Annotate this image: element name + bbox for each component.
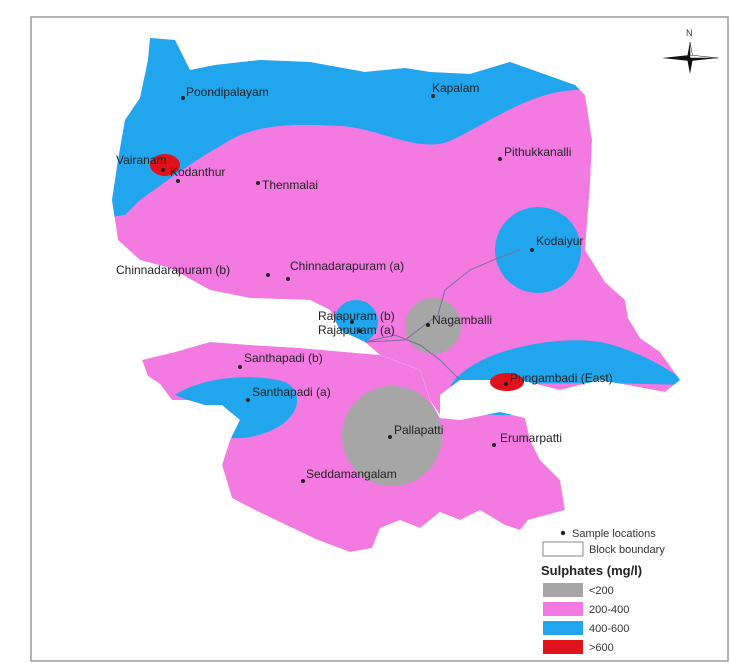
label-kapalam: Kapalam [432, 81, 479, 95]
label-rajapuram-a: Rajapuram (a) [318, 323, 395, 337]
sample-point [246, 398, 250, 402]
sample-point [238, 365, 242, 369]
sample-point [358, 329, 362, 333]
legend-swatch-gt600 [543, 640, 583, 654]
block-boundary-line [364, 334, 461, 381]
sample-point [161, 168, 165, 172]
legend-swatch-200-400 [543, 602, 583, 616]
zone-400-600-santhapadi [175, 377, 298, 439]
label-santhapadi-a: Santhapadi (a) [252, 385, 331, 399]
label-poondipalayam: Poondipalayam [186, 85, 269, 99]
label-santhapadi-b: Santhapadi (b) [244, 351, 323, 365]
label-kodanthur: Kodanthur [170, 165, 225, 179]
legend-title: Sulphates (mg/l) [541, 563, 642, 578]
label-seddamangalam: Seddamangalam [306, 467, 397, 481]
sample-point [388, 435, 392, 439]
sample-point [301, 479, 305, 483]
sample-point [492, 443, 496, 447]
label-erumarpatti: Erumarpatti [500, 431, 562, 445]
north-arrow-icon: N [662, 28, 719, 74]
zone-lt200-pallapatti [342, 386, 442, 486]
legend-label-200-400: 200-400 [589, 604, 629, 616]
map-frame [30, 16, 729, 662]
block-boundary-swatch [542, 541, 584, 557]
sample-point [350, 320, 354, 324]
sample-point [176, 179, 180, 183]
place-labels: Poondipalayam Kapalam Pithukkanalli Vair… [116, 81, 613, 481]
zone-400-600-kodaiyur [495, 207, 581, 293]
label-pallapatti: Pallapatti [394, 423, 443, 437]
legend-label-lt200: <200 [589, 585, 614, 597]
block-boundary-line [364, 249, 521, 343]
sample-point [431, 94, 435, 98]
sample-points [161, 94, 534, 483]
legend-label-400-600: 400-600 [589, 623, 629, 635]
north-label: N [686, 28, 693, 38]
sample-point [498, 157, 502, 161]
label-rajapuram-b: Rajapuram (b) [318, 309, 395, 323]
label-chinnadarapuram-b: Chinnadarapuram (b) [116, 263, 230, 277]
label-kodaiyur: Kodaiyur [536, 234, 583, 248]
legend-swatch-lt200 [543, 583, 583, 597]
zone-gt600-vairanam [150, 154, 180, 176]
label-vairanam: Vairanam [116, 153, 166, 167]
sample-point [286, 277, 290, 281]
label-thenmalai: Thenmalai [262, 178, 318, 192]
label-pithukkanalli: Pithukkanalli [504, 145, 571, 159]
sample-point [504, 382, 508, 386]
sample-point [181, 96, 185, 100]
zone-gt600-pungambadi [490, 373, 524, 391]
sample-locations-symbol [560, 530, 566, 536]
sample-point [426, 323, 430, 327]
sample-point [530, 248, 534, 252]
label-pungambadi-east: Pungambadi (East) [510, 371, 613, 385]
legend-label-gt600: >600 [589, 642, 614, 654]
north-region-base [112, 38, 680, 415]
label-chinnadarapuram-a: Chinnadarapuram (a) [290, 259, 404, 273]
zone-400-600-pungambadi-bottom [462, 399, 565, 416]
legend-swatch-400-600 [543, 621, 583, 635]
zone-lt200-nagamballi [405, 298, 461, 354]
label-nagamballi: Nagamballi [432, 313, 492, 327]
sample-point [266, 273, 270, 277]
legend-sample-locations: Sample locations [572, 528, 656, 540]
legend-block-boundary: Block boundary [589, 544, 665, 556]
sample-point [256, 181, 260, 185]
legend: Sample locations Block boundary Sulphate… [541, 528, 665, 654]
